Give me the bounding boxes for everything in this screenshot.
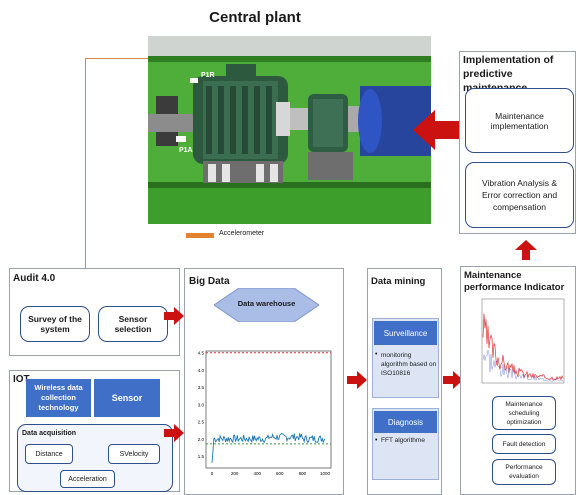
- y-tick-label: 1.5: [198, 454, 205, 459]
- x-tick-label: 1000: [320, 471, 331, 476]
- right-arrow-icon: [164, 424, 184, 442]
- y-tick-label: 4.5: [198, 351, 205, 356]
- surveillance-text: monitoring algorithm based on ISO10816: [381, 352, 437, 377]
- surveillance-bullet: •: [375, 351, 378, 358]
- warehouse-label: Data warehouse: [237, 299, 296, 308]
- wireless-box: Wireless data collection technology: [26, 379, 91, 417]
- legend-label: Accelerometer: [219, 230, 265, 237]
- fault-detection-box: Fault detection: [492, 434, 556, 454]
- y-tick-label: 2.5: [198, 420, 205, 425]
- x-tick-label: 0: [211, 471, 214, 476]
- sensor-label-p1a: P1A: [179, 147, 193, 154]
- x-tick-label: 400: [253, 471, 261, 476]
- performance-evaluation-box: Performance evaluation: [492, 459, 556, 485]
- indicator-title: Maintenance performance Indicator: [464, 270, 565, 293]
- x-tick-label: 200: [231, 471, 239, 476]
- connector-line: [85, 58, 86, 270]
- iot-title: IOT: [13, 374, 30, 385]
- maintenance-implementation-box: Maintenance implementation: [465, 88, 574, 153]
- vibration-analysis-box: Vibration Analysis & Error correction an…: [465, 162, 574, 228]
- x-tick-label: 600: [276, 471, 284, 476]
- left-arrow-icon: [413, 110, 463, 150]
- y-tick-label: 3.5: [198, 385, 205, 390]
- y-tick-label: 3.0: [198, 402, 205, 407]
- vibration-series: [211, 432, 326, 463]
- velocity-box: SVelocity: [108, 444, 160, 464]
- page-title: Central plant: [209, 9, 301, 26]
- chart-frame: [205, 350, 332, 469]
- sensor-box: Sensor: [94, 379, 160, 417]
- sensor-selection-box: Sensor selection: [98, 306, 168, 342]
- right-arrow-icon: [347, 371, 367, 389]
- right-arrow-icon: [164, 307, 184, 325]
- diagnosis-title: Diagnosis: [374, 411, 437, 433]
- scheduling-box: Maintenance scheduling optimization: [492, 396, 556, 430]
- bigdata-title: Big Data: [189, 276, 230, 287]
- y-tick-label: 4.0: [198, 368, 205, 373]
- y-tick-label: 2.0: [198, 437, 205, 442]
- acquisition-title: Data acquisition: [22, 430, 77, 437]
- survey-box: Survey of the system: [20, 306, 90, 342]
- spectrum-chart: [476, 297, 566, 389]
- surveillance-title: Surveillance: [374, 321, 437, 345]
- vibration-chart: 4.5 4.0 3.5 3.0 2.5 2.0 1.5 0 200 400 600 800 1000: [192, 345, 337, 485]
- distance-box: Distance: [25, 444, 73, 464]
- legend-swatch: [186, 233, 214, 238]
- acceleration-box: Acceleration: [60, 470, 115, 488]
- datamining-title: Data mining: [371, 276, 426, 287]
- x-tick-label: 800: [299, 471, 307, 476]
- diagnosis-bullet: •: [375, 437, 378, 444]
- sensor-label-p1r: P1R: [201, 72, 215, 79]
- warehouse-shape: [214, 288, 319, 322]
- connector-line: [85, 58, 149, 59]
- up-arrow-icon: [515, 240, 537, 260]
- plant-photo: [148, 36, 431, 224]
- diagnosis-text: FFT algorithme: [381, 437, 425, 444]
- audit-title: Audit 4.0: [13, 273, 56, 284]
- right-arrow-icon: [443, 371, 463, 389]
